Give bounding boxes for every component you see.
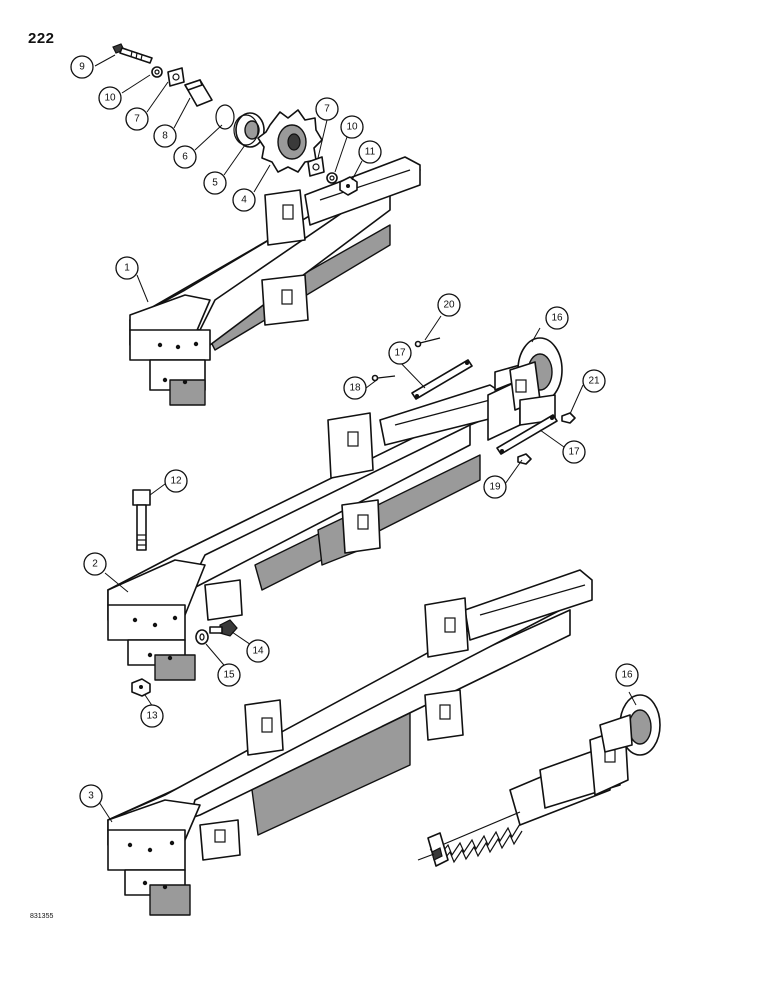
washer-10-upper <box>151 66 163 78</box>
callout-3: 3 <box>79 784 103 808</box>
callout-5: 5 <box>203 171 227 195</box>
recoil-spring <box>439 823 523 864</box>
callout-20: 20 <box>437 293 461 317</box>
pin-20 <box>414 337 441 348</box>
callout-17-upper: 17 <box>388 341 412 365</box>
callout-20-label: 20 <box>443 300 455 311</box>
idler-assembly-upper <box>487 337 563 441</box>
idler-rod-17-lower <box>496 414 558 455</box>
callout-15-label: 15 <box>223 670 235 681</box>
callout-18-label: 18 <box>349 383 361 394</box>
track-frame-2 <box>107 384 506 681</box>
bearing-5 <box>233 112 265 148</box>
callout-10-upper-label: 10 <box>104 93 116 104</box>
callout-4-label: 4 <box>241 195 247 206</box>
callout-2: 2 <box>83 552 107 576</box>
callout-10-lower-label: 10 <box>346 122 358 133</box>
bolt-12 <box>132 489 151 551</box>
washer-15 <box>195 629 209 645</box>
callout-17-lower: 17 <box>562 440 586 464</box>
idler-rod-17-upper <box>411 359 473 400</box>
callout-1-label: 1 <box>124 263 130 274</box>
nut-13 <box>131 678 151 697</box>
callout-14: 14 <box>246 639 270 663</box>
callout-5-label: 5 <box>212 178 218 189</box>
nut-21 <box>561 412 576 424</box>
callout-7-lower-label: 7 <box>324 104 330 115</box>
callout-14-label: 14 <box>252 646 264 657</box>
callout-3-label: 3 <box>88 791 94 802</box>
callout-21-label: 21 <box>588 376 600 387</box>
callout-11: 11 <box>358 140 382 164</box>
callout-19: 19 <box>483 475 507 499</box>
bolt-14 <box>209 619 238 637</box>
callout-2-label: 2 <box>92 559 98 570</box>
page-number: 222 <box>28 30 55 47</box>
callout-16-lower: 16 <box>615 663 639 687</box>
callout-12: 12 <box>164 469 188 493</box>
callout-7-upper-label: 7 <box>134 114 140 125</box>
callout-7-upper: 7 <box>125 107 149 131</box>
bolt-9 <box>112 43 153 64</box>
callout-18: 18 <box>343 376 367 400</box>
callout-9-label: 9 <box>79 62 85 73</box>
callout-6-label: 6 <box>182 152 188 163</box>
callout-6: 6 <box>173 145 197 169</box>
callout-7-lower: 7 <box>315 97 339 121</box>
callout-13: 13 <box>140 704 164 728</box>
callout-8: 8 <box>153 124 177 148</box>
washer-10-lower <box>326 172 338 184</box>
callout-17-lower-label: 17 <box>568 447 580 458</box>
callout-13-label: 13 <box>146 711 158 722</box>
drawing-code: 831355 <box>30 913 54 920</box>
callout-16-upper: 16 <box>545 306 569 330</box>
spacer-8 <box>184 79 213 107</box>
track-frame-3 <box>107 569 593 916</box>
callout-1: 1 <box>115 256 139 280</box>
callout-12-label: 12 <box>170 476 182 487</box>
snap-ring-6 <box>215 104 235 130</box>
callout-15: 15 <box>217 663 241 687</box>
plate-7-upper <box>167 67 185 87</box>
callout-10-upper: 10 <box>98 86 122 110</box>
callout-9: 9 <box>70 55 94 79</box>
callout-8-label: 8 <box>162 131 168 142</box>
nut-11 <box>339 176 358 196</box>
track-frame-1 <box>129 156 421 406</box>
callout-16-upper-label: 16 <box>551 313 563 324</box>
callout-16-lower-label: 16 <box>621 670 633 681</box>
callout-4: 4 <box>232 188 256 212</box>
bolt-18 <box>371 374 396 382</box>
callout-19-label: 19 <box>489 482 501 493</box>
recoil-spring-assembly-16 <box>417 694 661 867</box>
callout-10-lower: 10 <box>340 115 364 139</box>
callout-11-label: 11 <box>365 147 376 158</box>
plate-7-lower <box>307 156 325 177</box>
callout-21: 21 <box>582 369 606 393</box>
callout-17-upper-label: 17 <box>394 348 406 359</box>
